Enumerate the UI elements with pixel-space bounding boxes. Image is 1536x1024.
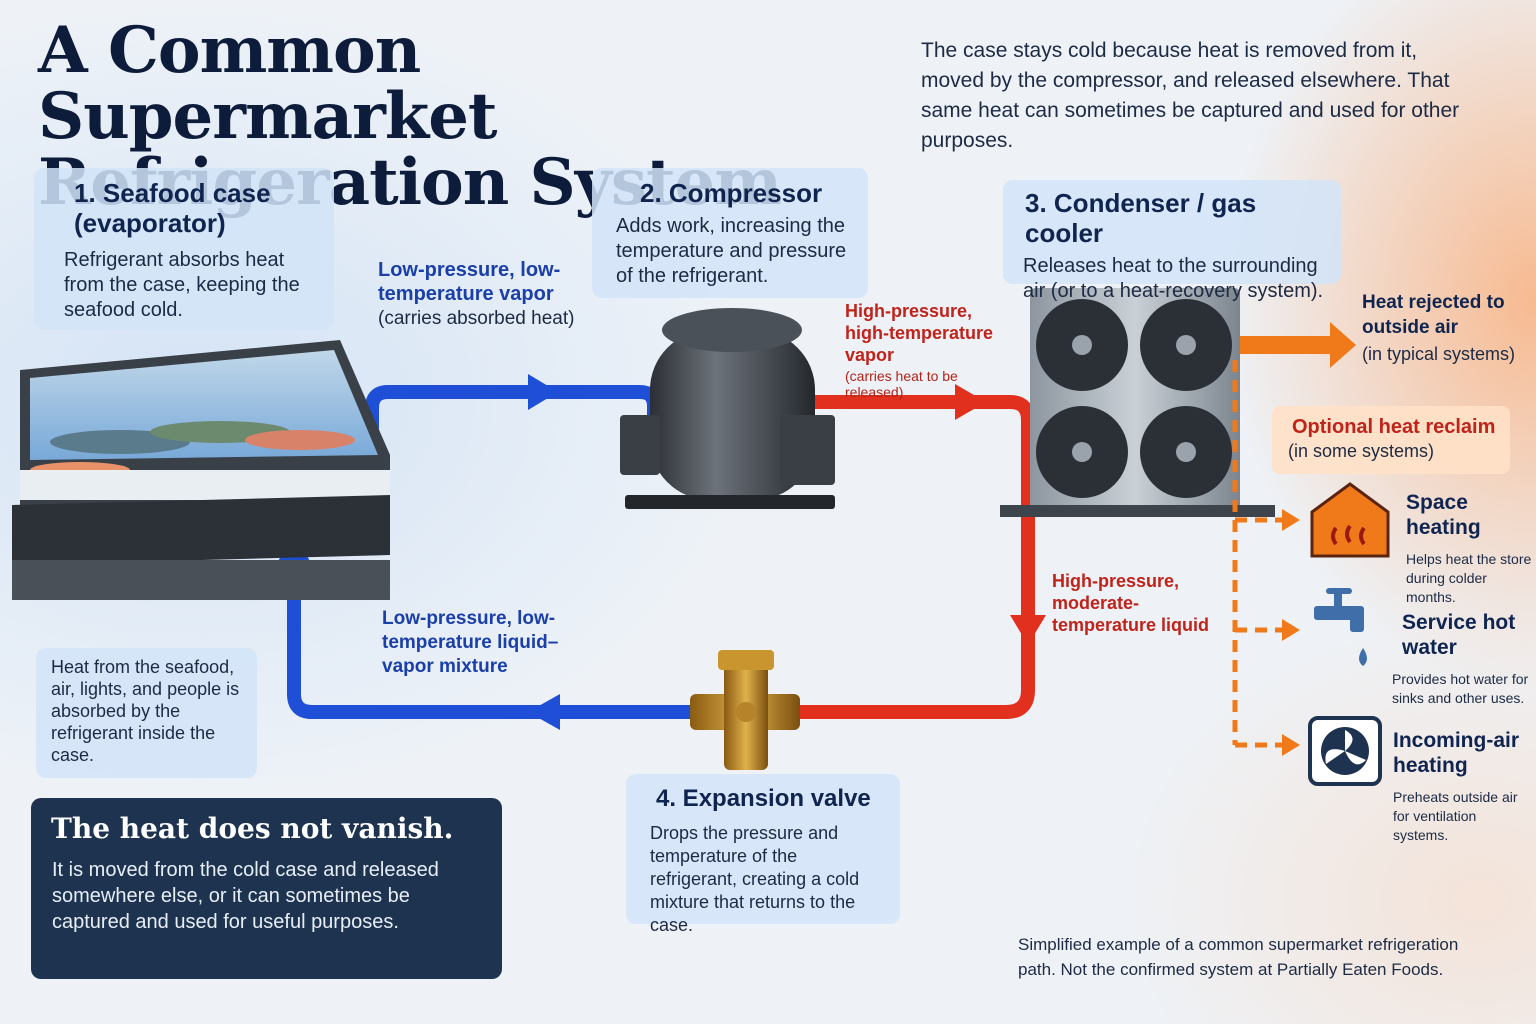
mixture-label-title: Low-pressure, low-temperature liquid–vap…: [382, 608, 559, 677]
heat-rejected-title: Heat rejected to outside air: [1362, 292, 1505, 338]
expansion-valve-card: 4. Expansion valve Drops the pressure an…: [626, 774, 900, 935]
evaporator-card: 1. Seafood case (evaporator) Refrigerant…: [34, 168, 334, 330]
reclaim-use-title: Incoming-air heating: [1393, 729, 1520, 777]
suction-label: Low-pressure, low-temperature vapor (car…: [378, 258, 578, 330]
heat-reclaim-box: Optional heat reclaim (in some systems): [1272, 406, 1510, 474]
condenser-card: 3. Condenser / gas cooler Releases heat …: [1003, 180, 1341, 302]
heat-source-note-text: Heat from the seafood, air, lights, and …: [51, 657, 240, 765]
heat-rejected-arrow-shaft: [1240, 336, 1340, 354]
heat-source-note: Heat from the seafood, air, lights, and …: [36, 648, 257, 778]
compressor-card: 2. Compressor Adds work, increasing the …: [592, 168, 868, 298]
fan-icon: [1308, 716, 1382, 786]
footer-note: Simplified example of a common supermark…: [1018, 935, 1459, 979]
liquid-arrow: [1010, 615, 1046, 645]
heat-rejected-note: (in typical systems): [1362, 344, 1516, 364]
heat-rejected-arrowhead: [1330, 322, 1356, 368]
discharge-arrow: [955, 384, 986, 420]
expansion-valve-desc: Drops the pressure and temperature of th…: [650, 823, 860, 935]
suction-arrow: [528, 374, 558, 410]
mixture-pipe: [287, 553, 707, 719]
compressor-illustration: [620, 308, 835, 509]
house-heat-icon: [1310, 482, 1390, 558]
liquid-label-title: High-pressure, moderate-temperature liqu…: [1052, 571, 1210, 635]
expansion-valve-illustration: [690, 650, 800, 770]
reclaim-use-hot-water: Service hot water Provides hot water for…: [1392, 610, 1532, 708]
reclaim-use-incoming-air: Incoming-air heating Preheats outside ai…: [1393, 728, 1533, 845]
compressor-desc: Adds work, increasing the temperature an…: [616, 215, 847, 287]
suction-label-note: (carries absorbed heat): [378, 308, 575, 329]
evaporator-desc: Refrigerant absorbs heat from the case, …: [64, 249, 300, 321]
reclaim-use-title: Service hot water: [1402, 611, 1516, 659]
faucet-icon: [1314, 588, 1367, 666]
heat-reclaim-note: (in some systems): [1288, 441, 1435, 461]
mixture-label: Low-pressure, low-temperature liquid–vap…: [382, 607, 592, 679]
reclaim-use-desc: Helps heat the store during colder month…: [1406, 551, 1532, 605]
suction-label-title: Low-pressure, low-temperature vapor: [378, 259, 561, 305]
reclaim-use-title: Space heating: [1406, 491, 1481, 539]
compressor-title: 2. Compressor: [640, 178, 823, 208]
discharge-pipe: [783, 395, 1035, 719]
reclaim-use-space-heating: Space heating Helps heat the store durin…: [1406, 490, 1534, 607]
heat-callout-body: It is moved from the cold case and relea…: [52, 859, 439, 933]
heat-reclaim-title: Optional heat reclaim: [1292, 416, 1496, 438]
suction-pipe: [365, 385, 661, 447]
condenser-desc: Releases heat to the surrounding air (or…: [1023, 255, 1324, 302]
condenser-illustration: [1000, 288, 1275, 517]
evaporator-title: 1. Seafood case (evaporator): [74, 178, 271, 238]
reclaim-use-desc: Preheats outside air for ventilation sys…: [1393, 789, 1518, 843]
reclaim-use-desc: Provides hot water for sinks and other u…: [1392, 671, 1529, 706]
expansion-valve-title: 4. Expansion valve: [656, 785, 871, 812]
liquid-label: High-pressure, moderate-temperature liqu…: [1052, 570, 1232, 636]
intro-text: The case stays cold because heat is remo…: [921, 39, 1460, 152]
mixture-arrow: [528, 694, 560, 730]
condenser-title: 3. Condenser / gas cooler: [1025, 188, 1257, 248]
heat-callout: The heat does not vanish. It is moved fr…: [31, 798, 502, 979]
heat-rejected-label: Heat rejected to outside air (in typical…: [1362, 290, 1532, 365]
heat-callout-title: The heat does not vanish.: [51, 812, 454, 845]
discharge-label-note: (carries heat to be released): [845, 368, 958, 400]
discharge-label: High-pressure, high-temperature vapor (c…: [845, 300, 1020, 400]
seafood-case-illustration: [12, 340, 390, 600]
discharge-label-title: High-pressure, high-temperature vapor: [845, 301, 994, 365]
